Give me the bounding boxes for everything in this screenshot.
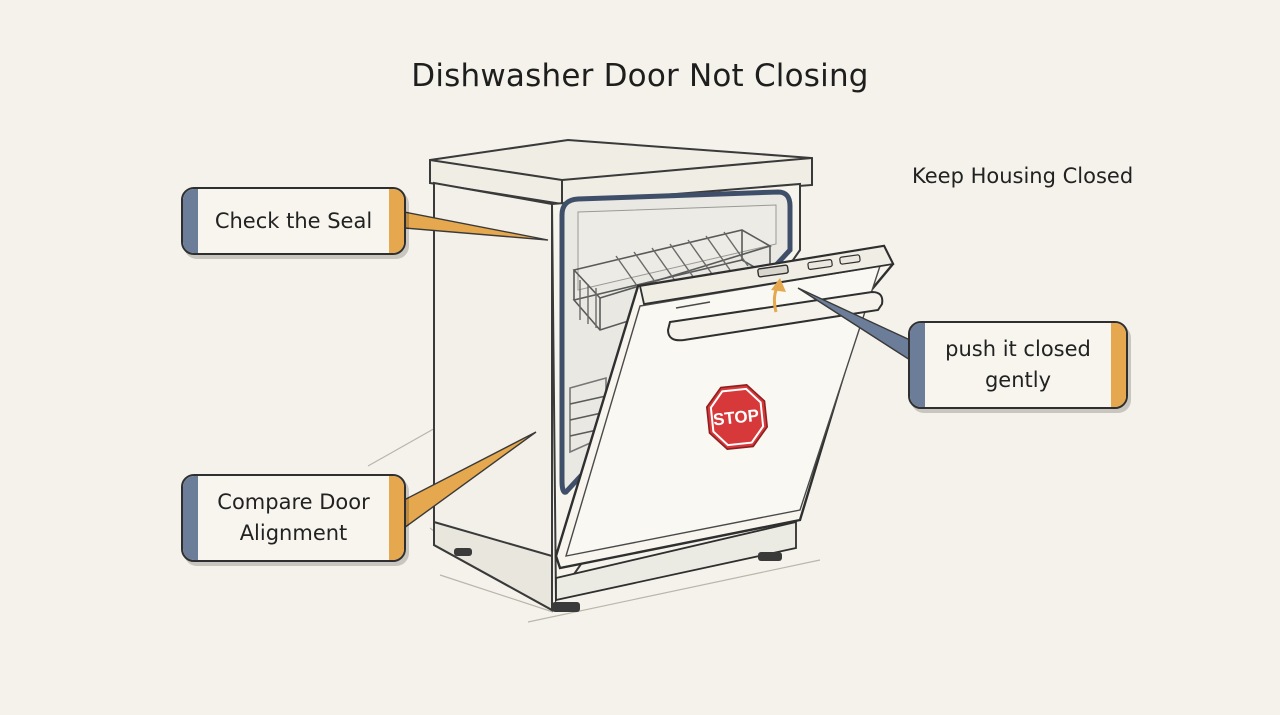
page-title: Dishwasher Door Not Closing bbox=[411, 58, 869, 94]
housing-note: Keep Housing Closed bbox=[912, 164, 1134, 188]
callout-check-seal: Check the Seal bbox=[181, 187, 406, 255]
callout-pointers bbox=[403, 211, 911, 530]
dishwasher-feet bbox=[454, 548, 782, 612]
callout-door-alignment-text: Compare Door Alignment bbox=[217, 490, 370, 545]
latch-arrow-icon bbox=[771, 278, 786, 313]
callout-door-alignment: Compare Door Alignment bbox=[181, 474, 406, 562]
callout-accent-left bbox=[910, 323, 925, 407]
callout-accent-right bbox=[1111, 323, 1126, 407]
callout-accent-right bbox=[389, 476, 404, 560]
callout-push-closed: push it closed gently bbox=[908, 321, 1128, 409]
stop-sign-icon: STOP bbox=[705, 383, 769, 451]
stop-sign-label: STOP bbox=[712, 406, 760, 430]
callout-accent-left bbox=[183, 189, 198, 253]
callout-accent-right bbox=[389, 189, 404, 253]
callout-push-closed-text: push it closed gently bbox=[945, 337, 1091, 392]
callout-accent-left bbox=[183, 476, 198, 560]
callout-check-seal-text: Check the Seal bbox=[214, 208, 373, 233]
